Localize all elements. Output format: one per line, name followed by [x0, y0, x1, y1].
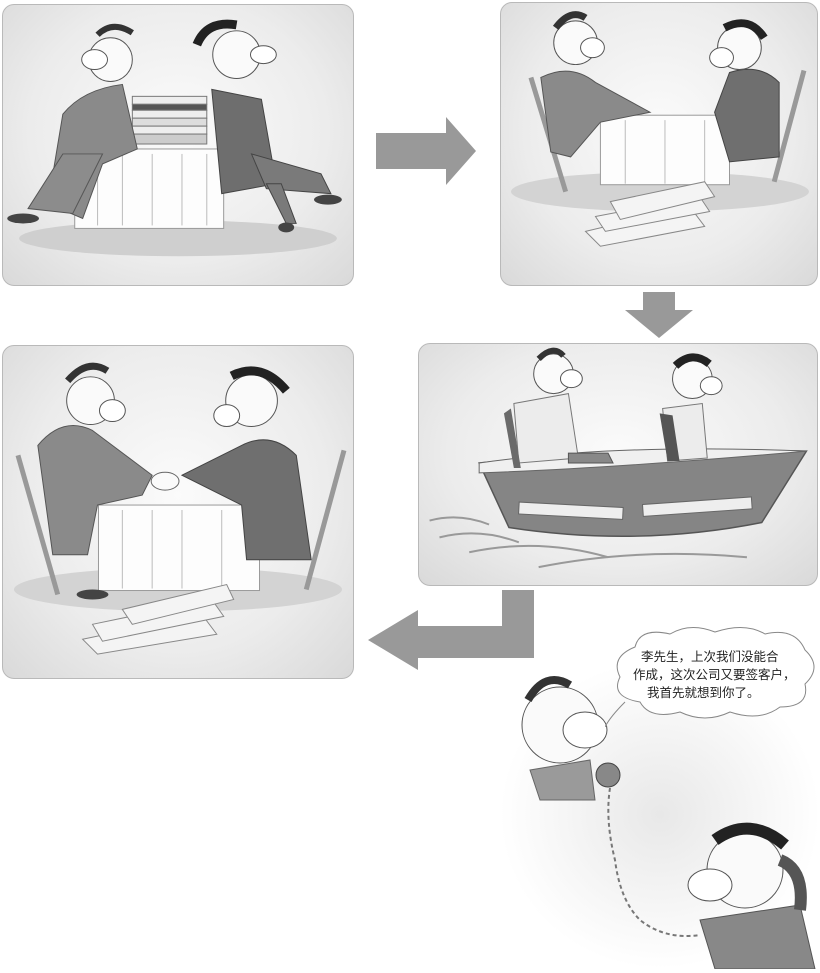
speech-line-2: 作成，这次公司又要签客户，: [633, 667, 796, 682]
arrow-down: [625, 292, 693, 338]
panel-boat-trip: [418, 343, 818, 586]
arrow-right: [376, 117, 476, 185]
panel-handshake: [2, 345, 354, 679]
speech-bubble-text: 李先生，上次我们没能合 作成，这次公司又要签客户， 我首先就想到你了。: [633, 648, 813, 702]
arrow-down-left: [368, 590, 536, 670]
conflict-illustration: [7, 19, 342, 257]
panel-conflict: [2, 4, 354, 286]
speech-line-3: 我首先就想到你了。: [647, 685, 760, 700]
speech-line-1: 李先生，上次我们没能合: [641, 649, 779, 664]
panel-unhappy-meeting: [500, 2, 818, 286]
boat-trip-illustration: [429, 347, 808, 569]
handshake-illustration: [13, 362, 347, 655]
speech-bubble: 李先生，上次我们没能合 作成，这次公司又要签客户， 我首先就想到你了。: [605, 622, 820, 727]
unhappy-meeting-illustration: [511, 11, 809, 247]
